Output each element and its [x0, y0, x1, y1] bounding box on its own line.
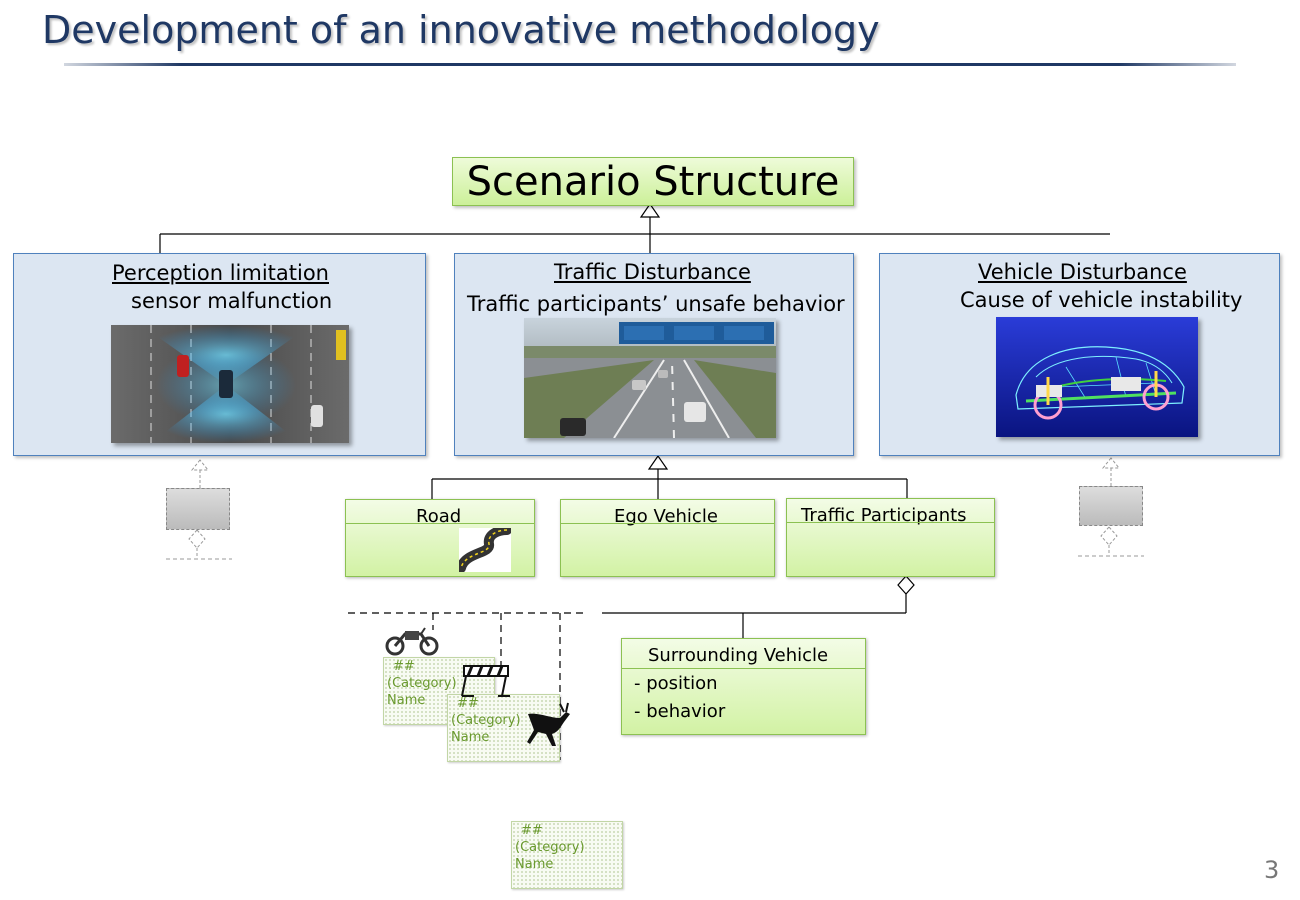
- title-underline: [64, 63, 1236, 66]
- vehicle-disturbance-heading: Vehicle Disturbance: [978, 260, 1187, 284]
- vehicle-disturbance-subtitle: Cause of vehicle instability: [960, 288, 1243, 312]
- template-category: (Category): [451, 713, 521, 728]
- surrounding-vehicle-label: Surrounding Vehicle: [648, 645, 829, 666]
- traffic-disturbance-heading: Traffic Disturbance: [554, 260, 751, 284]
- template-category: (Category): [515, 840, 585, 855]
- surrounding-attribute-behavior: - behavior: [634, 701, 726, 722]
- surrounding-vehicle-box: Surrounding Vehicle - position - behavio…: [621, 638, 866, 735]
- perception-limitation-heading: Perception limitation: [112, 261, 329, 285]
- page-number: 3: [1264, 856, 1280, 884]
- template-name: Name: [387, 693, 426, 708]
- perception-limitation-subtitle: sensor malfunction: [131, 289, 333, 313]
- template-id: ##: [457, 696, 479, 711]
- template-box-3: ## (Category) Name: [511, 821, 623, 889]
- road-divider: [346, 523, 534, 524]
- traffic-disturbance-box: Traffic Disturbance Traffic participants…: [454, 253, 854, 456]
- ego-vehicle-label: Ego Vehicle: [614, 506, 718, 527]
- surrounding-vehicle-divider: [622, 668, 865, 669]
- vehicle-chassis-image: [996, 317, 1198, 437]
- placeholder-box-left: [166, 488, 230, 530]
- road-icon: [456, 525, 512, 573]
- deer-icon: [527, 702, 570, 746]
- inheritance-arrow-traffic: [647, 454, 669, 470]
- template-name: Name: [515, 857, 554, 872]
- vehicle-disturbance-box: Vehicle Disturbance Cause of vehicle ins…: [879, 253, 1280, 456]
- sensor-field-illustration-icon: [111, 325, 349, 443]
- traffic-participants-box: Traffic Participants: [786, 498, 995, 577]
- placeholder-box-right: [1079, 486, 1143, 526]
- slide-title: Development of an innovative methodology: [42, 8, 880, 52]
- ego-vehicle-divider: [561, 523, 774, 524]
- road-label: Road: [416, 506, 462, 527]
- template-category: (Category): [387, 676, 457, 691]
- traffic-participants-label: Traffic Participants: [801, 505, 967, 526]
- traffic-disturbance-subtitle: Traffic participants’ unsafe behavior: [467, 292, 845, 316]
- highway-photo-icon: [524, 318, 776, 438]
- perception-limitation-box: Perception limitation sensor malfunction: [13, 253, 426, 456]
- traffic-participants-divider: [787, 522, 994, 523]
- scenario-structure-box: Scenario Structure: [452, 157, 854, 206]
- road-box: Road: [345, 499, 535, 577]
- motorcycle-icon: [385, 627, 439, 656]
- hurdle-icon: [461, 665, 510, 697]
- highway-image: [524, 318, 776, 438]
- ego-vehicle-box: Ego Vehicle: [560, 499, 775, 577]
- template-name: Name: [451, 730, 490, 745]
- inheritance-arrow-root: [639, 202, 661, 218]
- vehicle-chassis-wireframe-icon: [996, 317, 1198, 437]
- template-id: ##: [521, 823, 543, 838]
- surrounding-attribute-position: - position: [634, 673, 718, 694]
- sensor-field-image: [111, 325, 349, 443]
- template-id: ##: [393, 659, 415, 674]
- aggregation-diamond: [897, 575, 915, 595]
